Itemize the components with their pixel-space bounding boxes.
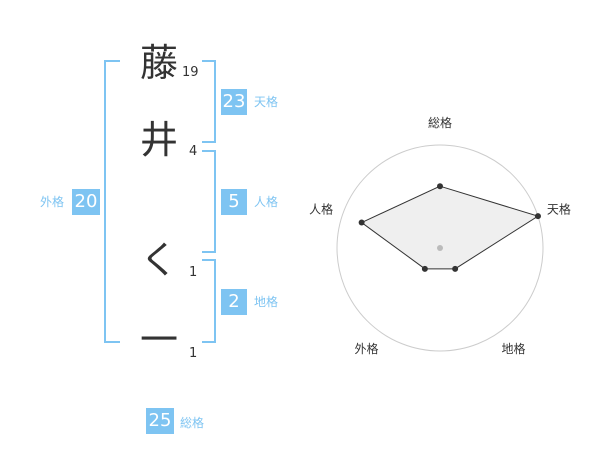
- gaikaku-value: 20: [72, 189, 100, 215]
- name-char-1: 藤: [139, 41, 178, 85]
- name-char-2: 井: [139, 118, 178, 162]
- radar-series-area: [360, 185, 540, 270]
- jinkaku-label: 人格: [254, 195, 279, 209]
- stroke-count-4: 1: [189, 346, 198, 361]
- radar-axis-label-1: 総格: [428, 115, 452, 130]
- radar-point-5: [358, 219, 365, 226]
- radar-point-4: [421, 265, 428, 272]
- name-char-4: 一: [139, 318, 178, 362]
- stroke-count-3: 1: [189, 265, 198, 280]
- stroke-count-2: 4: [189, 144, 198, 159]
- tenkaku-value: 23: [221, 89, 247, 115]
- tenkaku-label: 天格: [254, 95, 279, 109]
- gaikaku-bracket: [104, 60, 120, 343]
- radar-point-2: [534, 213, 541, 220]
- radar-center-point: [437, 245, 443, 251]
- radar-point-3: [452, 265, 459, 272]
- jinkaku-value: 5: [221, 189, 247, 215]
- soukaku-label: 総格: [180, 416, 205, 430]
- radar-axis-label-5: 人格: [309, 201, 333, 216]
- soukaku-value: 25: [146, 408, 174, 434]
- gaikaku-label: 外格: [40, 195, 65, 209]
- jinkaku-bracket: [202, 150, 216, 253]
- name-char-3: く: [139, 238, 178, 282]
- radar-axis-label-4: 外格: [355, 341, 379, 356]
- stroke-count-1: 19: [182, 65, 199, 80]
- chikaku-label: 地格: [254, 295, 279, 309]
- chikaku-value: 2: [221, 289, 247, 315]
- chikaku-bracket: [202, 259, 216, 343]
- radar-axis-label-3: 地格: [501, 341, 525, 356]
- tenkaku-bracket: [202, 60, 216, 143]
- radar-axis-label-2: 天格: [547, 201, 571, 216]
- radar-point-1: [437, 183, 443, 190]
